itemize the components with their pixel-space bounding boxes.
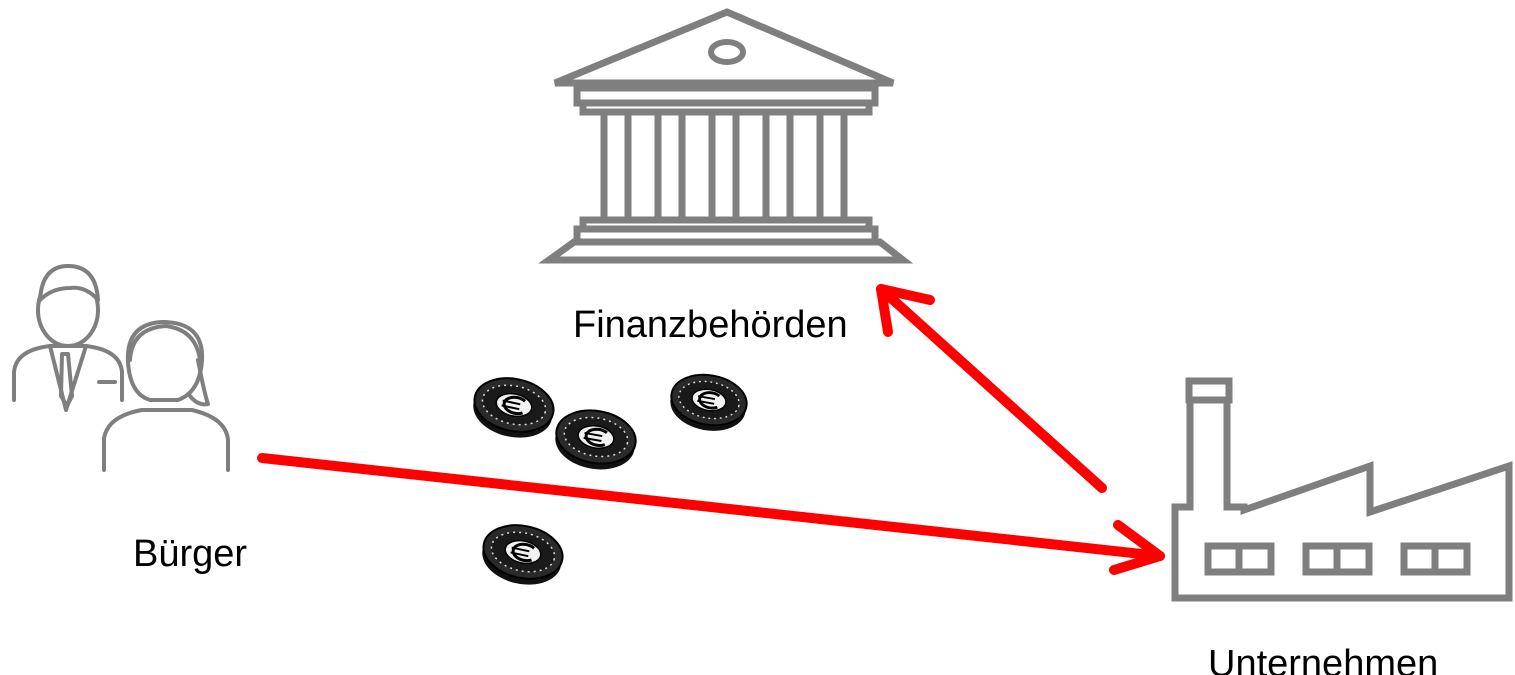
euro-coin-icon (466, 369, 561, 447)
unternehmen-label: Unternehmen (1208, 643, 1439, 675)
finanzbehoerden-label: Finanzbehörden (573, 304, 848, 346)
buerger-label: Bürger (133, 533, 248, 575)
people-icon (12, 264, 230, 472)
euro-coin-icon (475, 516, 570, 594)
euro-coin-icon (664, 367, 753, 438)
arrow-unternehmen-to-finanzbehoerden (876, 284, 1107, 493)
euro-coin-icon (549, 402, 642, 477)
factory-icon (1171, 377, 1513, 602)
bank-building-icon (538, 8, 914, 264)
arrow-buerger-to-unternehmen (257, 453, 1165, 575)
